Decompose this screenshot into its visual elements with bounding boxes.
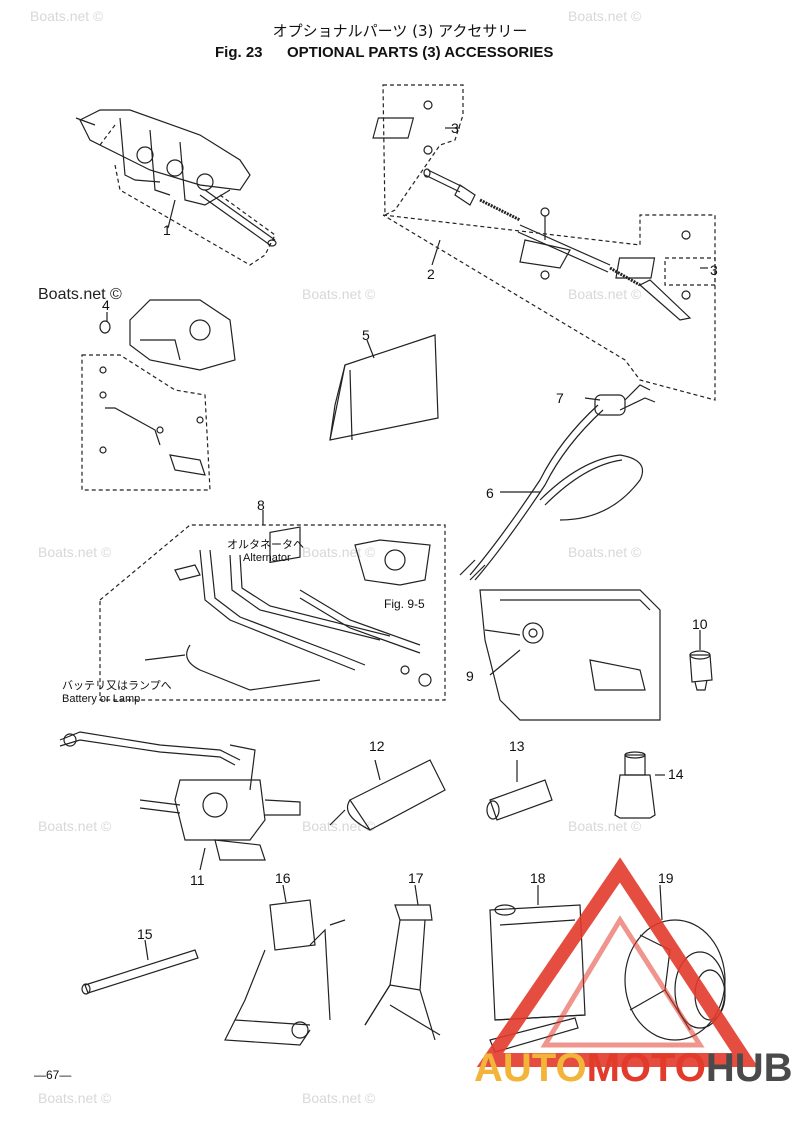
leader-line-15 — [144, 939, 149, 961]
callout-18: 18 — [530, 870, 546, 886]
leader-line-19 — [659, 884, 663, 921]
watermark: Boats.net © — [302, 1090, 376, 1106]
alternator-label-jp: オルタネータへ — [227, 538, 304, 551]
callout-2: 2 — [427, 266, 435, 282]
watermark: Boats.net © — [302, 286, 376, 302]
automotohub-logo-mark — [476, 857, 758, 1067]
callout-16: 16 — [275, 870, 291, 886]
figure-reference: Fig. 9-5 — [384, 597, 425, 611]
callout-3: 3 — [710, 262, 718, 278]
leader-line-12 — [374, 759, 381, 781]
part-12-drawing — [329, 759, 446, 831]
callout-8: 8 — [257, 497, 265, 513]
callout-14: 14 — [668, 766, 684, 782]
watermark: Boats.net © — [38, 818, 112, 834]
watermark: Boats.net © — [38, 544, 112, 560]
alternator-label: Alternator — [243, 552, 291, 564]
callout-15: 15 — [137, 926, 153, 942]
battery-label: Battery or Lamp — [62, 693, 141, 705]
watermark: Boats.net © — [568, 286, 642, 302]
callout-10: 10 — [692, 616, 708, 632]
part-1-drawing — [75, 109, 277, 266]
callout-9: 9 — [466, 668, 474, 684]
leader-line-16 — [282, 884, 287, 903]
part-17-drawing — [364, 904, 441, 1041]
page-title: Fig. 23 OPTIONAL PARTS (3) ACCESSORIES — [215, 44, 553, 61]
leader-line-5 — [366, 339, 375, 359]
page-title-japanese: オプショナルパーツ (3) アクセサリー — [272, 22, 528, 40]
part-14-drawing — [614, 751, 656, 819]
watermark: Boats.net © — [30, 8, 104, 24]
page-number: —67— — [34, 1068, 72, 1082]
watermark: Boats.net © — [568, 544, 642, 560]
part-10-drawing — [689, 650, 713, 691]
figure-label: Fig. 23 — [215, 44, 263, 61]
watermark: Boats.net © — [38, 286, 122, 303]
leader-line-9 — [489, 649, 521, 676]
part-19-drawing — [624, 919, 726, 1041]
callout-12: 12 — [369, 738, 385, 754]
watermark: Boats.net © — [568, 818, 642, 834]
callout-3: 3 — [451, 120, 459, 136]
leader-line-11 — [199, 847, 206, 871]
part-3-box — [664, 257, 716, 286]
page-title-english: OPTIONAL PARTS (3) ACCESSORIES — [287, 44, 554, 61]
leader-line-7 — [584, 397, 601, 401]
part-15-drawing — [81, 949, 199, 995]
part-9-drawing — [479, 589, 661, 721]
part-5-drawing — [329, 334, 439, 441]
part-11-drawing — [59, 731, 301, 861]
part-16-drawing — [224, 899, 346, 1046]
leader-line-2 — [431, 239, 441, 266]
callout-5: 5 — [362, 327, 370, 343]
callout-6: 6 — [486, 485, 494, 501]
battery-label-jp: バッテリ又はランプへ — [62, 679, 172, 692]
callout-1: 1 — [163, 222, 171, 238]
part-2-drawing — [372, 84, 716, 401]
automotohub-logo: AUTOMOTOHUB — [474, 1046, 793, 1091]
logo-part-auto: AUTO — [474, 1046, 587, 1090]
callout-7: 7 — [556, 390, 564, 406]
part-8-drawing — [99, 524, 446, 701]
logo-part-moto: MOTO — [586, 1046, 706, 1090]
callout-4: 4 — [102, 297, 110, 313]
part-13-drawing — [486, 779, 553, 821]
callout-19: 19 — [658, 870, 674, 886]
logo-part-hub: HUB — [705, 1046, 793, 1090]
part-6-7-drawing — [459, 384, 656, 581]
callout-13: 13 — [509, 738, 525, 754]
part-4-drawing — [81, 299, 236, 491]
watermark: Boats.net © — [38, 1090, 112, 1106]
watermark: Boats.net © — [302, 544, 376, 560]
leader-line-17 — [414, 884, 419, 906]
callout-11: 11 — [190, 872, 205, 888]
callout-17: 17 — [408, 870, 424, 886]
leader-line-1 — [167, 199, 176, 229]
watermark: Boats.net © — [568, 8, 642, 24]
